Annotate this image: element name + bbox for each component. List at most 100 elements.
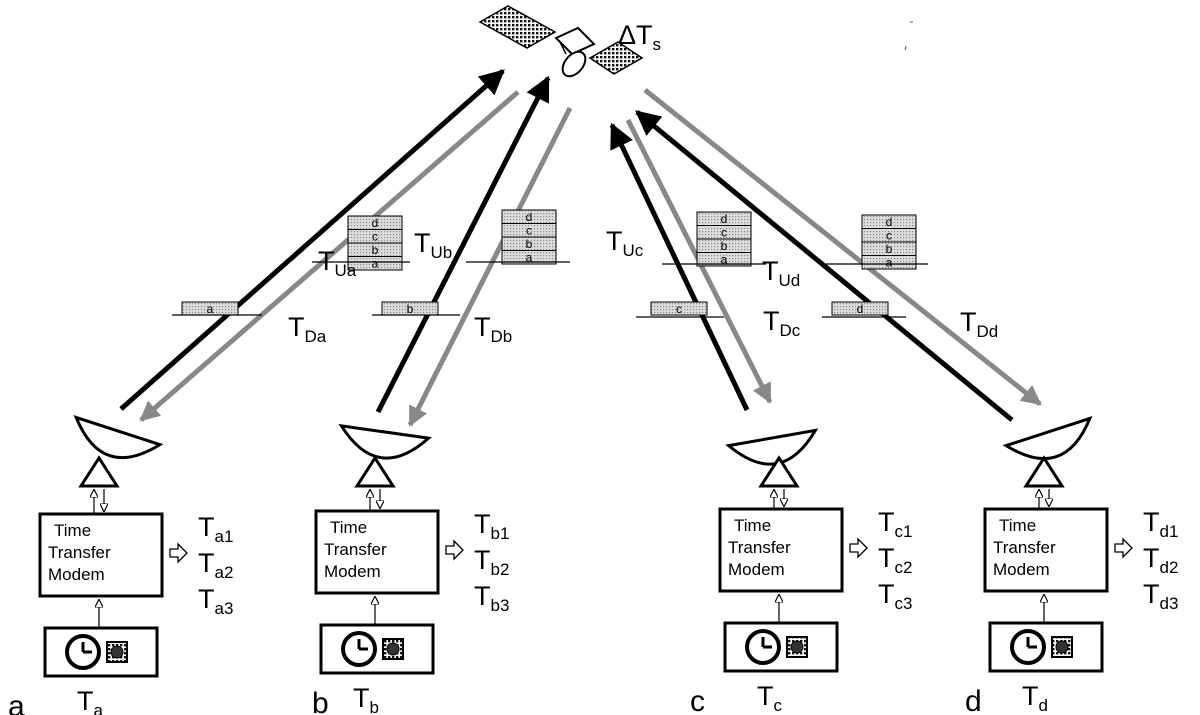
output-timestamp: Tc2 [878, 543, 912, 577]
satellite-icon [478, 5, 644, 78]
station-letter: b [312, 687, 329, 715]
stack-block-label: d [721, 212, 728, 226]
downlink-arrow-d [643, 88, 1042, 406]
downlink-label-b: TDb [474, 312, 512, 346]
dish-antenna-icon [338, 423, 432, 488]
clock-icon [1010, 629, 1046, 665]
single-packet-d: d [822, 301, 906, 318]
modem-label: Transfer [48, 543, 111, 562]
stack-block [501, 250, 557, 265]
output-timestamp: Tb3 [474, 581, 509, 615]
uplink-arrow-a [119, 69, 505, 411]
downlink-label-c: TDc [763, 306, 801, 340]
stack-block [696, 252, 752, 267]
output-timestamp: Tb1 [474, 509, 509, 543]
uplink-label-b: TUb [414, 228, 452, 262]
modem-label: Time [330, 518, 367, 537]
stack-block-label: d [886, 215, 893, 229]
dish-antenna-icon [73, 414, 164, 488]
downlink-label-a: TDa [288, 312, 327, 346]
modem-label: Modem [728, 560, 785, 579]
downlink-arrow-a [139, 90, 520, 422]
clock-time-label: Td [1022, 681, 1048, 715]
stack-block [861, 255, 917, 270]
stack-block-label: c [721, 226, 727, 240]
clock-icon [745, 629, 781, 665]
stack-block-label: c [886, 229, 892, 243]
uplink-label-c: TUc [606, 226, 644, 260]
output-arrow-icon [1114, 537, 1133, 559]
output-timestamp: Tc1 [878, 507, 912, 541]
modem-label: Time [54, 521, 91, 540]
uplink-arrow-b [375, 75, 551, 414]
output-timestamp: Ta2 [198, 548, 233, 582]
clock-unit [43, 626, 159, 678]
modem-label: Time [999, 516, 1036, 535]
single-packet-label: a [207, 302, 214, 316]
atomic-oscillator-icon [1051, 636, 1073, 658]
station-letter: a [8, 690, 25, 715]
stack-block-label: c [372, 230, 378, 244]
dish-antenna-icon [1002, 415, 1093, 488]
time-transfer-modem [314, 509, 440, 595]
clock-time-label: Ta [77, 686, 104, 715]
stack-block-label: a [526, 251, 533, 265]
link-labels: TUa TDa TUb TDb TUc TDc TUd TDd [288, 226, 998, 346]
station-letter: c [690, 685, 705, 715]
modem-label: Modem [993, 560, 1050, 579]
output-timestamp: Ta1 [198, 512, 233, 546]
modem-label: Time [734, 516, 771, 535]
output-timestamp: Td3 [1143, 579, 1178, 613]
stack-block-label: a [886, 256, 893, 270]
link-arrows [119, 69, 1042, 427]
output-arrow-icon [445, 539, 464, 561]
uplink-arrow-c [609, 122, 750, 412]
stack-block-label: b [526, 237, 533, 251]
stack-block-label: c [526, 224, 532, 238]
output-timestamp: Td1 [1143, 507, 1178, 541]
output-arrow-icon [849, 537, 868, 559]
clock-time-label: Tc [757, 681, 783, 715]
uplink-arrow-d [635, 110, 1014, 422]
atomic-oscillator-icon [106, 641, 128, 663]
satellite-delay-label: ΔTs [618, 20, 661, 54]
stack-block-label: d [372, 216, 379, 230]
output-timestamp: Ta3 [198, 584, 233, 618]
satellite: ΔTs [478, 5, 661, 78]
stack-block [347, 256, 403, 271]
stack-block-label: a [721, 253, 728, 267]
uplink-label-d: TUd [762, 256, 800, 290]
output-arrow-icon [169, 542, 188, 564]
atomic-oscillator-icon [786, 636, 808, 658]
station-letter: d [965, 685, 982, 715]
single-packet-label: d [857, 302, 864, 316]
single-packet-label: b [407, 302, 414, 316]
modem-label: Modem [48, 565, 105, 584]
output-timestamp: Td2 [1143, 543, 1178, 577]
modem-label: Transfer [993, 538, 1056, 557]
downlink-arrow-b [407, 106, 573, 427]
output-timestamp: Tc3 [878, 579, 912, 613]
single-packet-c: c [636, 301, 724, 318]
stack-block-label: b [886, 242, 893, 256]
clock-time-label: Tb [353, 683, 379, 715]
time-transfer-modem [38, 512, 164, 598]
stack-block-label: d [526, 210, 533, 224]
single-packet-b: b [372, 301, 460, 316]
output-timestamp: Tb2 [474, 545, 509, 579]
downlink-label-d: TDd [960, 307, 998, 341]
stack-block-label: b [372, 243, 379, 257]
ground-stations: TimeTransferModemTa1Ta2Ta3TaaTimeTransfe… [8, 414, 1178, 715]
clock-icon [65, 634, 101, 670]
time-transfer-modem [983, 507, 1109, 593]
